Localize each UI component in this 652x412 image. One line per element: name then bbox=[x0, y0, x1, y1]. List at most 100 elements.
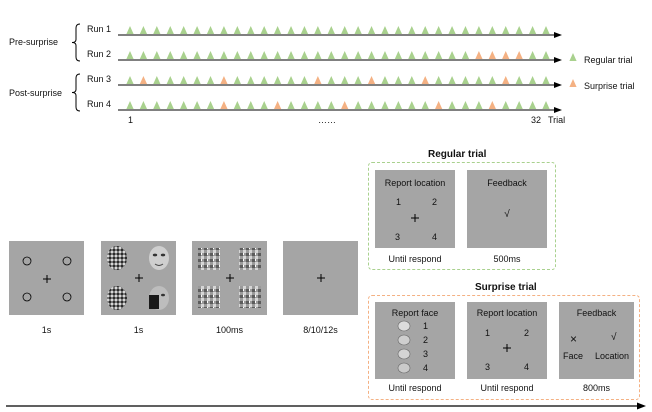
legend-regular-marker bbox=[569, 53, 577, 61]
face-thumbnails bbox=[397, 320, 411, 374]
regular-trial-marker bbox=[139, 26, 148, 34]
regular-trial-marker bbox=[367, 101, 376, 109]
group-pre-label: Pre-surprise bbox=[9, 37, 59, 47]
cross-mark: × bbox=[570, 332, 578, 346]
regular-trial-marker bbox=[260, 101, 268, 109]
fixation-cross bbox=[317, 274, 325, 282]
run-axis-arrowhead bbox=[554, 32, 562, 38]
regular-trial-title: Regular trial bbox=[428, 149, 487, 160]
regular-trial-marker bbox=[354, 101, 362, 109]
regular-trial-marker bbox=[381, 51, 389, 59]
location-number: 4 bbox=[432, 232, 438, 242]
location-number: 2 bbox=[524, 328, 530, 338]
faces-graphic bbox=[107, 246, 169, 310]
frame-caption: 100ms bbox=[215, 325, 243, 335]
face-image bbox=[107, 246, 127, 270]
regular-trial-marker bbox=[180, 101, 188, 109]
frame-title: Report location bbox=[476, 308, 538, 318]
regular-trial-marker bbox=[435, 76, 443, 84]
regular-trial-marker bbox=[193, 51, 201, 59]
regular-trial-marker bbox=[233, 51, 241, 59]
face-thumbnail bbox=[397, 320, 411, 332]
regular-trial-marker bbox=[166, 76, 174, 84]
regular-trial-marker bbox=[354, 26, 362, 34]
frame-title: Feedback bbox=[487, 178, 527, 188]
noise-mask bbox=[239, 286, 261, 308]
location-feedback-label: Location bbox=[595, 351, 630, 361]
report-face-frame: Report face 1 2 3 4 bbox=[375, 302, 455, 379]
timeline-chart bbox=[71, 23, 577, 113]
regular-trial-marker bbox=[166, 26, 174, 34]
regular-trial-marker bbox=[153, 26, 161, 34]
regular-trial-marker bbox=[287, 76, 295, 84]
faces-frame bbox=[101, 241, 176, 315]
regular-trial-marker bbox=[475, 26, 483, 34]
regular-trial-marker bbox=[448, 76, 456, 84]
fixation-cross bbox=[503, 344, 511, 352]
regular-trial-marker bbox=[408, 76, 416, 84]
regular-trial-marker bbox=[542, 76, 550, 84]
run-axis-arrowhead bbox=[554, 57, 562, 63]
frame-caption: Until respond bbox=[388, 383, 442, 393]
regular-trial-marker bbox=[448, 101, 456, 109]
fixation-cross bbox=[411, 214, 419, 222]
regular-trial-marker bbox=[247, 51, 255, 59]
face-number: 1 bbox=[423, 321, 429, 331]
face-feedback-label: Face bbox=[563, 351, 584, 361]
regular-trial-marker bbox=[461, 26, 470, 34]
frame-title: Report face bbox=[391, 308, 439, 318]
frame-caption: 500ms bbox=[493, 254, 521, 264]
regular-trial-marker bbox=[394, 51, 402, 59]
regular-trial-marker bbox=[381, 26, 389, 34]
regular-trial-marker bbox=[435, 51, 443, 59]
surprise-trial-marker bbox=[515, 51, 523, 59]
regular-trial-marker bbox=[461, 76, 470, 84]
regular-trial-marker bbox=[461, 101, 470, 109]
regular-trial-marker bbox=[233, 101, 241, 109]
regular-trial-marker bbox=[180, 51, 188, 59]
regular-trial-marker bbox=[260, 26, 268, 34]
regular-trial-marker bbox=[394, 76, 402, 84]
feedback-frame: Feedback × √ Face Location bbox=[559, 302, 634, 379]
surprise-trial-marker bbox=[274, 101, 282, 109]
regular-trial-marker bbox=[394, 26, 402, 34]
regular-trial-marker bbox=[274, 76, 282, 84]
check-mark: √ bbox=[504, 209, 510, 220]
regular-trial-marker bbox=[180, 26, 188, 34]
regular-trial-marker bbox=[408, 101, 416, 109]
regular-trial-marker bbox=[448, 26, 456, 34]
regular-trial-marker bbox=[193, 26, 201, 34]
face-thumbnail bbox=[397, 348, 411, 360]
regular-trial-marker bbox=[300, 101, 309, 109]
location-number: 3 bbox=[395, 232, 401, 242]
regular-trial-marker bbox=[260, 51, 268, 59]
regular-trial-marker bbox=[542, 101, 550, 109]
regular-trial-marker bbox=[139, 101, 148, 109]
mask-graphic bbox=[198, 248, 261, 308]
run-axis-arrowhead bbox=[554, 82, 562, 88]
regular-trial-marker bbox=[314, 101, 322, 109]
report-location-frame: Report location 1 2 3 4 bbox=[375, 170, 455, 248]
regular-trial-marker bbox=[515, 76, 523, 84]
noise-mask bbox=[239, 248, 261, 270]
surprise-trial-title: Surprise trial bbox=[475, 282, 537, 293]
surprise-trial-marker bbox=[220, 76, 228, 84]
surprise-trial-box bbox=[368, 295, 640, 400]
regular-trial-marker bbox=[354, 76, 362, 84]
regular-trial-marker bbox=[300, 26, 309, 34]
surprise-trial-marker bbox=[367, 76, 376, 84]
mask-frame bbox=[192, 241, 267, 315]
regular-trial-marker bbox=[421, 51, 429, 59]
face-number: 3 bbox=[423, 349, 429, 359]
regular-trial-marker bbox=[408, 26, 416, 34]
circles-frame bbox=[9, 241, 84, 315]
regular-trial-marker bbox=[126, 51, 134, 59]
surprise-trial-marker bbox=[139, 76, 148, 84]
regular-trial-marker bbox=[193, 101, 201, 109]
frame-caption: 1s bbox=[133, 325, 144, 335]
regular-trial-marker bbox=[220, 26, 228, 34]
regular-trial-marker bbox=[260, 76, 268, 84]
regular-trial-marker bbox=[287, 51, 295, 59]
regular-trial-marker bbox=[515, 26, 523, 34]
noise-mask bbox=[198, 286, 220, 308]
